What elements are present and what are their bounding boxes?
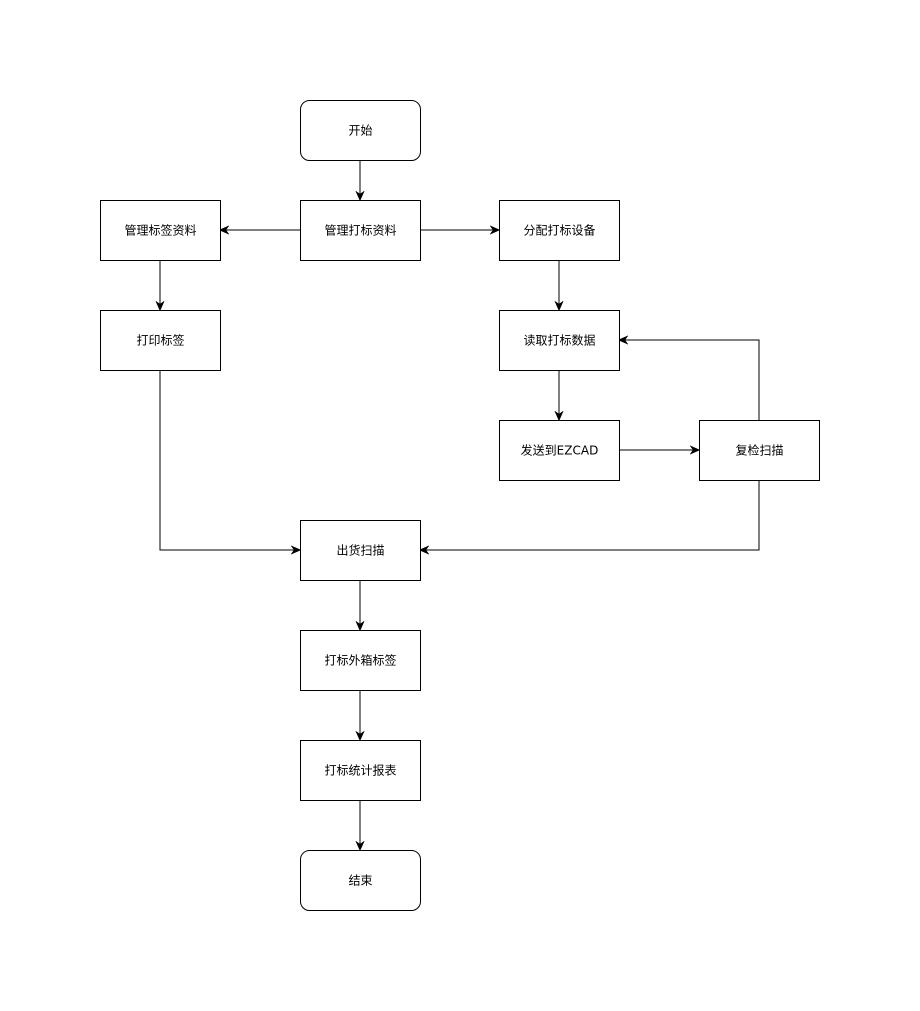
node-box-report <box>300 740 421 801</box>
node-label-read-data: 读取打标数据 <box>523 333 595 348</box>
node-manage-mark: 管理打标资料 <box>300 200 421 261</box>
arrow-recheck-scan-to-ship-scan <box>420 480 760 550</box>
node-label-ship-scan: 出货扫描 <box>336 543 384 558</box>
node-end: 结束 <box>300 850 421 911</box>
edges-layer <box>159 160 760 850</box>
node-label-start: 开始 <box>348 124 372 138</box>
node-box-start <box>300 100 421 161</box>
node-read-data: 读取打标数据 <box>499 310 620 371</box>
arrow-recheck-scan-to-read-data <box>619 340 760 420</box>
node-label-recheck-scan: 复检扫描 <box>735 443 783 458</box>
node-manage-label: 管理标签资料 <box>100 200 221 261</box>
arrow-print-label-to-ship-scan <box>159 370 300 550</box>
node-box-end <box>300 850 421 911</box>
node-start: 开始 <box>300 100 421 161</box>
node-send-ezcad: 发送到EZCAD <box>499 420 620 481</box>
node-box-read-data <box>499 310 620 371</box>
node-label-assign-device: 分配打标设备 <box>523 224 595 238</box>
node-label-print-label: 打印标签 <box>136 333 184 348</box>
node-box-print-label <box>100 310 221 371</box>
node-label-manage-mark: 管理打标资料 <box>324 223 396 238</box>
node-assign-device: 分配打标设备 <box>499 200 620 261</box>
node-label-end: 结束 <box>348 874 372 888</box>
node-box-send-ezcad <box>499 420 620 481</box>
node-label-outer-box: 打标外箱标签 <box>324 653 396 668</box>
node-box-ship-scan <box>300 520 421 581</box>
node-box-manage-mark <box>300 200 421 261</box>
node-label-report: 打标统计报表 <box>324 763 396 778</box>
node-box-assign-device <box>499 200 620 261</box>
node-recheck-scan: 复检扫描 <box>699 420 820 481</box>
node-label-send-ezcad: 发送到EZCAD <box>521 443 599 458</box>
node-outer-box: 打标外箱标签 <box>300 630 421 691</box>
node-report: 打标统计报表 <box>300 740 421 801</box>
node-box-manage-label <box>100 200 221 261</box>
node-ship-scan: 出货扫描 <box>300 520 421 581</box>
node-box-outer-box <box>300 630 421 691</box>
node-label-manage-label: 管理标签资料 <box>124 223 196 238</box>
node-box-recheck-scan <box>699 420 820 481</box>
node-print-label: 打印标签 <box>100 310 221 371</box>
